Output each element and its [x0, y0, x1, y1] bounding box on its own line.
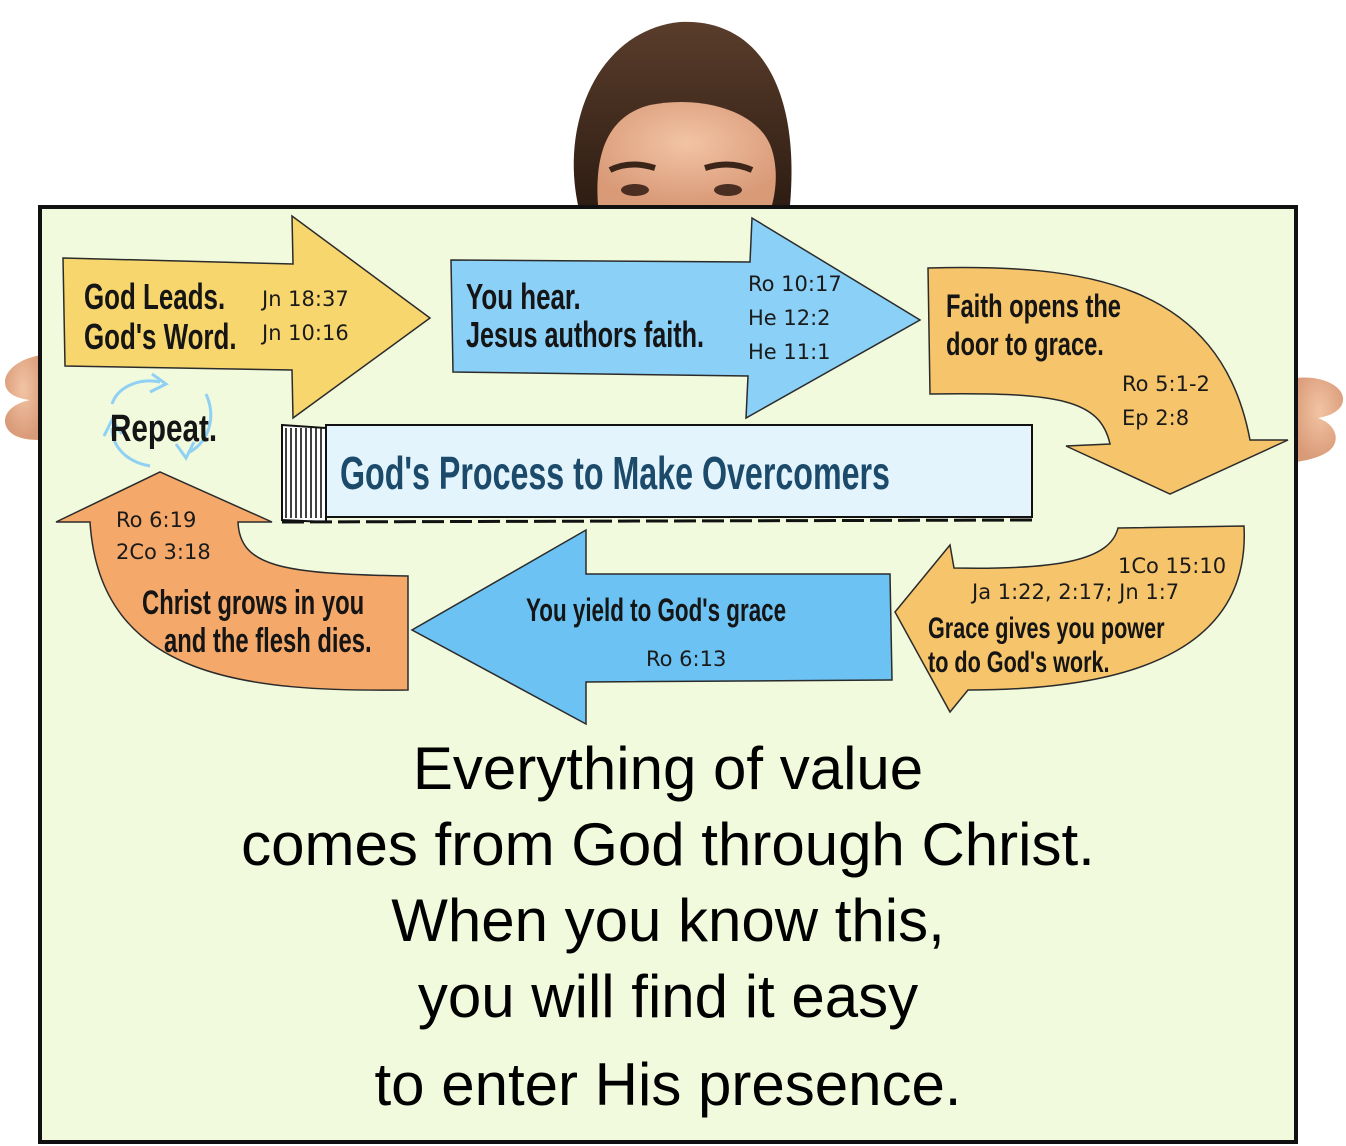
step-1-ref-2: Jn 10:16 — [262, 321, 349, 345]
message-line-1: Everything of value — [412, 735, 924, 802]
step-5-line-1: You yield to God's grace — [526, 592, 787, 628]
repeat-label: Repeat. — [110, 408, 218, 450]
step-2-ref-3: He 11:1 — [748, 340, 831, 364]
step-5-ref-1: Ro 6:13 — [646, 647, 727, 671]
arrow-faith-opens — [927, 266, 1289, 495]
step-6-ref-2: 2Co 3:18 — [116, 540, 211, 564]
step-4-ref-2: Ja 1:22, 2:17; Jn 1:7 — [972, 580, 1180, 604]
step-2-line-2: Jesus authors faith. — [466, 314, 705, 355]
step-4-line-2: to do God's work. — [928, 646, 1110, 679]
step-2-ref-2: He 12:2 — [748, 306, 831, 330]
step-4-line-1: Grace gives you power — [928, 612, 1165, 645]
title-banner-hatch — [285, 428, 322, 518]
person-brow-left — [608, 161, 656, 173]
step-3-line-2: door to grace. — [946, 326, 1104, 362]
person-photo — [5, 21, 1344, 462]
person-hand-right — [1296, 377, 1344, 462]
step-3-ref-2: Ep 2:8 — [1122, 406, 1190, 430]
title-banner-box — [325, 424, 1033, 518]
step-3-ref-1: Ro 5:1-2 — [1122, 372, 1210, 396]
message-line-3: When you know this, — [391, 887, 945, 954]
step-2-ref-1: Ro 10:17 — [748, 272, 842, 296]
message-line-5: to enter His presence. — [374, 1051, 962, 1118]
step-1-line-1: God Leads. — [84, 276, 226, 317]
arrow-christ-grows — [55, 471, 409, 691]
person-eye-left — [621, 184, 649, 196]
arrow-god-leads — [62, 214, 432, 420]
person-eye-right — [714, 184, 742, 196]
arrow-you-hear — [450, 216, 922, 420]
diagram-title: God's Process to Make Overcomers — [340, 447, 890, 499]
step-6-ref-1: Ro 6:19 — [116, 508, 197, 532]
repeat-cycle-icon — [102, 372, 213, 468]
title-banner-underline — [281, 518, 1033, 524]
message-line-2: comes from God through Christ. — [241, 811, 1095, 878]
message-line-4: you will find it easy — [417, 963, 919, 1030]
step-6-line-2: and the flesh dies. — [164, 622, 372, 660]
person-hand-left — [5, 355, 42, 440]
person-face — [597, 102, 776, 205]
step-6-line-1: Christ grows in you — [142, 584, 365, 622]
step-1-ref-1: Jn 18:37 — [262, 287, 349, 311]
step-1-line-2: God's Word. — [84, 316, 237, 357]
person-brow-right — [704, 161, 754, 173]
step-3-line-1: Faith opens the — [946, 288, 1121, 324]
step-4-ref-1: 1Co 15:10 — [1118, 554, 1227, 578]
arrow-grace-power — [894, 525, 1245, 714]
arrow-you-yield — [410, 528, 893, 726]
step-2-line-1: You hear. — [466, 276, 581, 317]
title-banner-shadow — [281, 423, 327, 524]
title-banner — [281, 423, 1033, 524]
